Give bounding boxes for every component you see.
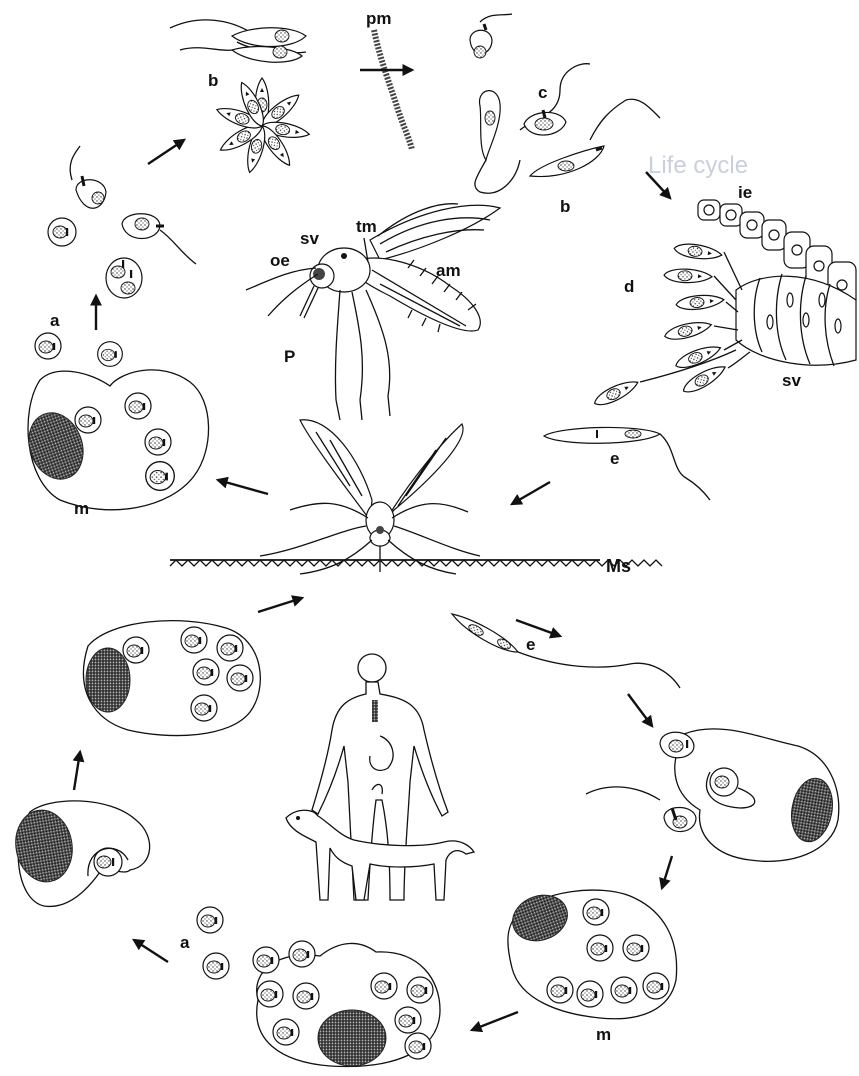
promastigotes-left bbox=[48, 146, 196, 298]
promastigote-pair-top bbox=[170, 20, 306, 62]
label-m-upper: m bbox=[74, 499, 89, 518]
sandfly-side-view bbox=[246, 204, 500, 420]
label-tm: tm bbox=[356, 217, 377, 236]
promastigotes-top-right bbox=[470, 14, 660, 193]
promastigote-rosette bbox=[215, 78, 311, 174]
mammalian-skin bbox=[170, 560, 662, 566]
label-e-upper: e bbox=[610, 449, 619, 468]
sandfly-feeding bbox=[260, 420, 480, 574]
label-pm: pm bbox=[366, 9, 392, 28]
macrophage-phagocytosis bbox=[586, 729, 839, 862]
arrow-to-macrophage-upper bbox=[218, 480, 268, 494]
arrow-left-lower-up bbox=[74, 752, 80, 790]
macrophage-left-middle bbox=[83, 621, 260, 736]
arrow-to-phagocytosis bbox=[628, 694, 652, 726]
arrow-to-sandfly bbox=[512, 482, 550, 504]
label-a-lower: a bbox=[180, 933, 190, 952]
label-b-right: b bbox=[560, 197, 570, 216]
label-c: c bbox=[538, 83, 547, 102]
label-P: P bbox=[284, 347, 295, 366]
label-m-lower: m bbox=[596, 1025, 611, 1044]
macrophage-bursting bbox=[253, 941, 440, 1067]
label-am: am bbox=[436, 261, 461, 280]
label-ie: ie bbox=[738, 183, 752, 202]
arrow-upper-left bbox=[148, 140, 184, 164]
arrow-skin-upward bbox=[258, 598, 302, 612]
label-sv-gut: sv bbox=[782, 371, 801, 390]
arrow-e-lower bbox=[516, 620, 560, 636]
macrophage-upper bbox=[20, 370, 209, 510]
label-a-upper: a bbox=[50, 311, 60, 330]
dog-host-silhouette bbox=[286, 810, 474, 900]
header-fragment: Life cycle bbox=[648, 152, 748, 179]
arrow-to-macrophage-lower-right bbox=[662, 856, 672, 888]
attached-promastigotes bbox=[592, 242, 750, 410]
label-Ms: Ms bbox=[606, 556, 631, 576]
label-oe: oe bbox=[270, 251, 290, 270]
arrow-to-invading bbox=[134, 940, 168, 962]
label-e-lower: e bbox=[526, 635, 535, 654]
label-b-top: b bbox=[208, 71, 218, 90]
arrow-to-bursting bbox=[472, 1012, 518, 1030]
label-d: d bbox=[624, 277, 634, 296]
macrophage-lower-right bbox=[506, 888, 676, 1019]
peritrophic-membrane bbox=[374, 30, 412, 150]
label-sv-fly: sv bbox=[300, 229, 319, 248]
amastigotes-free-lower bbox=[197, 907, 229, 979]
metacyclic-promastigote-upper bbox=[544, 427, 710, 500]
metacyclic-promastigote-lower bbox=[452, 614, 680, 688]
amastigotes-free-upper bbox=[35, 333, 122, 366]
intestinal-epithelium bbox=[698, 200, 856, 366]
macrophage-invasion bbox=[10, 801, 149, 907]
